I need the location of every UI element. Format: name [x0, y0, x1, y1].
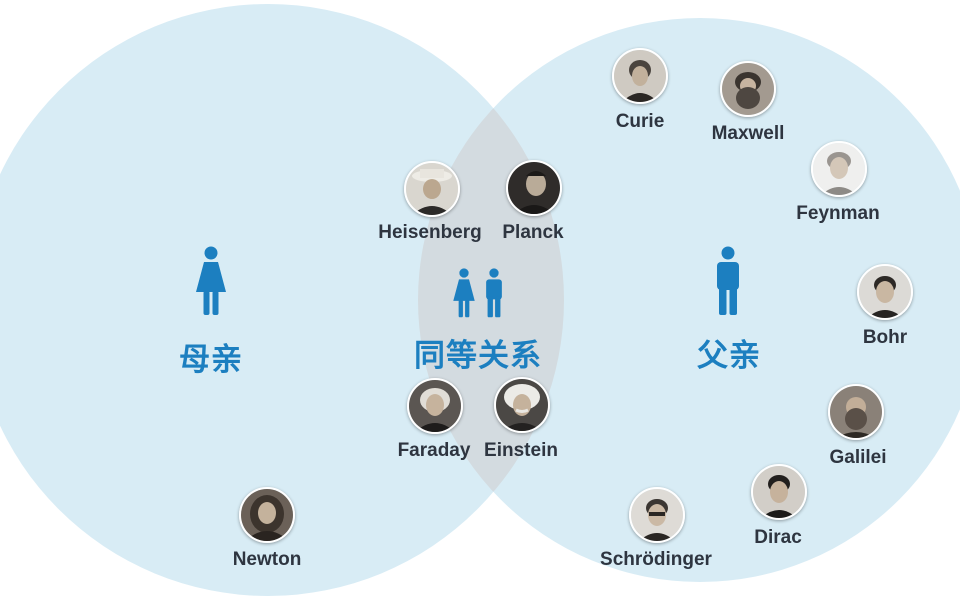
galilei-name: Galilei [829, 447, 887, 468]
dirac-name: Dirac [754, 527, 802, 548]
male-icon [717, 246, 739, 315]
einstein-portrait [494, 377, 550, 433]
mother-label: 母亲 [179, 342, 243, 378]
einstein-name: Einstein [484, 440, 558, 461]
feynman-portrait [811, 141, 867, 197]
planck-portrait [506, 160, 562, 216]
dirac-portrait [751, 464, 807, 520]
newton-portrait [239, 487, 295, 543]
curie-portrait [612, 48, 668, 104]
galilei-portrait [828, 384, 884, 440]
planck-name: Planck [502, 222, 564, 243]
faraday-name: Faraday [397, 440, 471, 461]
father-label: 父亲 [697, 338, 761, 374]
mother-circle [0, 4, 564, 596]
female-icon [196, 246, 226, 315]
maxwell-portrait [720, 61, 776, 117]
bohr-name: Bohr [862, 327, 908, 348]
heisenberg-portrait [404, 161, 460, 217]
schrodinger-portrait [629, 487, 685, 543]
heisenberg-name: Heisenberg [378, 222, 482, 243]
equal-label: 同等关系 [414, 338, 542, 374]
curie-name: Curie [615, 111, 665, 132]
female-icon-small [453, 268, 475, 318]
male-icon-small [486, 268, 502, 318]
bohr-portrait [857, 264, 913, 320]
feynman-name: Feynman [796, 203, 880, 224]
maxwell-name: Maxwell [711, 123, 785, 144]
schrodinger-name: Schrödinger [600, 549, 712, 570]
newton-name: Newton [232, 549, 302, 570]
faraday-portrait [407, 378, 463, 434]
